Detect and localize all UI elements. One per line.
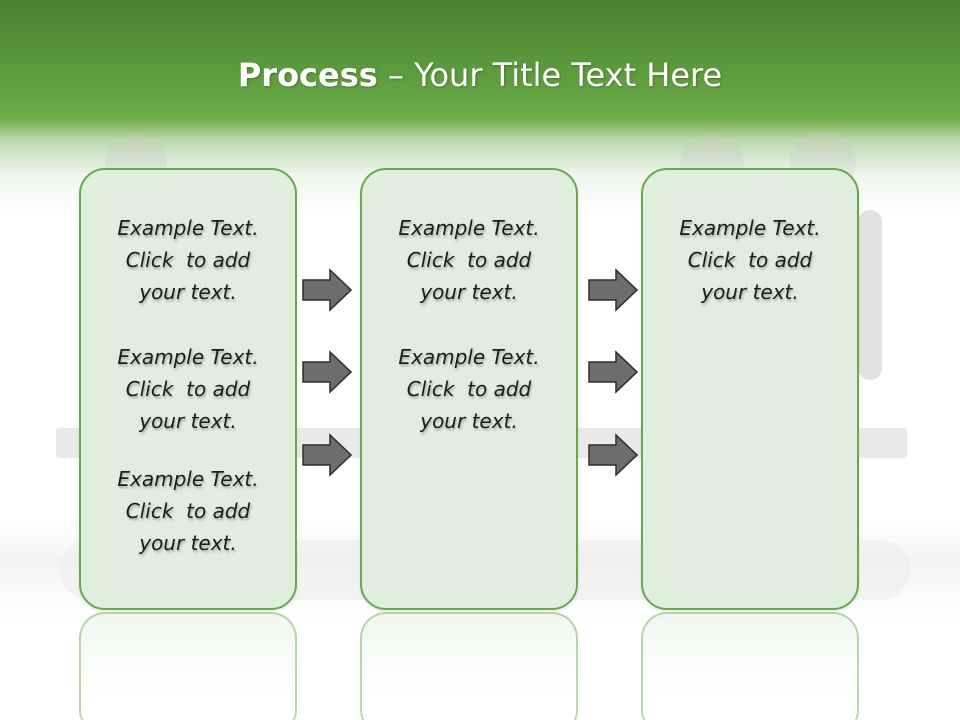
arrow-right-icon[interactable] (588, 350, 638, 394)
text-line: Example Text. (398, 216, 540, 240)
box-reflection (79, 612, 297, 720)
text-line: Click to add (125, 499, 251, 523)
text-line: your text. (139, 531, 237, 555)
slide-title-rest: – Your Title Text Here (377, 56, 723, 94)
arrow-right-icon[interactable] (302, 350, 352, 394)
text-block[interactable]: Example Text. Click to add your text. (362, 212, 576, 308)
arrow-right-icon[interactable] (588, 433, 638, 477)
text-line: Click to add (125, 248, 251, 272)
text-line: Click to add (406, 377, 532, 401)
process-box-1[interactable]: Example Text. Click to add your text. Ex… (79, 168, 297, 610)
text-block[interactable]: Example Text. Click to add your text. (81, 463, 295, 559)
arrow-right-icon[interactable] (302, 268, 352, 312)
text-line: your text. (139, 409, 237, 433)
text-line: Click to add (687, 248, 813, 272)
text-block[interactable]: Example Text. Click to add your text. (81, 212, 295, 308)
text-block[interactable]: Example Text. Click to add your text. (643, 212, 857, 308)
text-block[interactable]: Example Text. Click to add your text. (362, 341, 576, 437)
text-line: Click to add (406, 248, 532, 272)
text-line: Example Text. (117, 345, 259, 369)
text-line: your text. (701, 280, 799, 304)
text-line: Example Text. (117, 467, 259, 491)
box-reflection (360, 612, 578, 720)
process-box-3[interactable]: Example Text. Click to add your text. (641, 168, 859, 610)
text-block[interactable]: Example Text. Click to add your text. (81, 341, 295, 437)
text-line: your text. (420, 409, 518, 433)
background-figure-body (858, 210, 882, 380)
box-reflection (641, 612, 859, 720)
process-box-2[interactable]: Example Text. Click to add your text. Ex… (360, 168, 578, 610)
arrow-right-icon[interactable] (302, 433, 352, 477)
text-line: Example Text. (398, 345, 540, 369)
text-line: Click to add (125, 377, 251, 401)
text-line: your text. (139, 280, 237, 304)
text-line: Example Text. (679, 216, 821, 240)
slide-title-bold: Process (237, 56, 378, 94)
text-line: Example Text. (117, 216, 259, 240)
text-line: your text. (420, 280, 518, 304)
arrow-right-icon[interactable] (588, 268, 638, 312)
slide-title[interactable]: Process – Your Title Text Here (0, 52, 960, 98)
